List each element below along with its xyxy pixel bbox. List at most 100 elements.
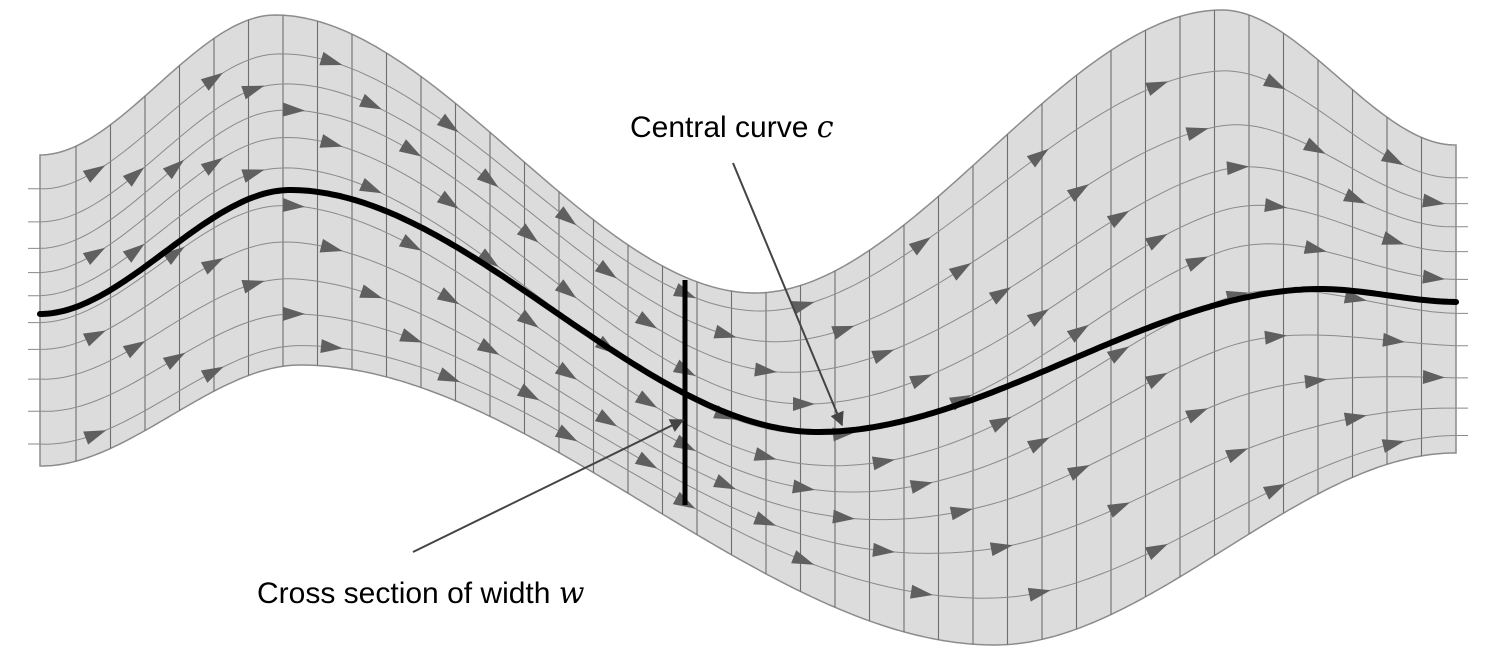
flow-arrow [358,93,382,110]
flow-line [28,241,1468,493]
flow-line [28,53,1468,312]
flow-arrow [359,284,383,299]
flow-arrow [122,167,145,187]
flow-arrow [162,352,186,370]
flow-arrow [871,349,895,364]
flow-arrow [282,102,305,117]
central-curve [37,187,1459,435]
flow-arrow [634,451,658,469]
flow-arrow [872,542,895,557]
flow-arrow [122,243,145,263]
flow-arrow [792,479,815,494]
flow-arrow [516,309,539,328]
flow-arrow [241,85,265,100]
flow-arrow [399,328,423,343]
flow-arrow [1185,256,1208,272]
flow-arrow [1026,308,1050,327]
flow-arrow [988,416,1012,433]
flow-arrow [791,301,815,315]
flow-arrow [1264,198,1287,212]
flow-arrow [1106,346,1130,364]
flow-arrow [282,306,305,321]
flow-arrow [871,456,895,471]
flow-arrow [989,542,1013,557]
flow-arrow [1027,587,1051,602]
flow-arrow [516,383,540,401]
flow-line [28,278,1468,521]
flow-arrow [398,234,422,251]
flow-arrow [1343,188,1366,204]
flow-arrow [437,367,461,383]
flow-arrow [1185,127,1209,141]
flow-arrow [200,72,223,91]
flow-line [28,83,1468,343]
flow-arrow [594,259,617,279]
flow-arrow [1380,148,1404,166]
flow-arrow [476,248,499,267]
flow-arrow [792,396,815,411]
flow-arrow [320,339,343,354]
flow-arrow [1026,148,1049,168]
flow-arrow [988,287,1012,305]
flow-arrow [359,177,382,194]
tube-band [39,9,1457,646]
flow-arrow [1106,210,1130,229]
flow-arrow [241,280,265,294]
flow-arrow [241,169,265,183]
flow-arrow [1185,408,1208,424]
flow-arrow [1144,233,1168,251]
flow-arrow [1264,330,1287,345]
flow-arrow [1066,465,1090,481]
flow-arrow [753,511,777,526]
flow-arrow [909,480,933,494]
flow-arrow [162,246,185,265]
flow-arrow [1066,184,1090,203]
flow-arrow [1382,332,1405,347]
flow-arrow [476,337,500,355]
flow-arrow [1304,374,1327,389]
flow-arrow [82,165,106,183]
annotations: Central curve c Cross section of width w [257,110,844,611]
central-curve-leader [732,162,844,427]
flow-arrow [1381,231,1405,245]
central-curve-group [37,187,1459,505]
flow-arrow [200,258,224,275]
flow-arrow [634,311,658,329]
flow-arrow [319,134,343,148]
flow-arrow [910,584,933,599]
cross-section-label-text: Cross section of width [257,577,559,610]
flow-arrow [1262,483,1286,500]
flow-arrow [754,362,777,377]
flow-arrow [1343,412,1367,427]
flow-arrow [1422,269,1445,284]
flow-arrow [554,361,578,380]
flow-arrow [949,506,973,521]
flow-arrow [791,550,815,565]
flow-arrow [200,157,224,176]
flow-arrow [1066,324,1090,343]
cross-section-label: Cross section of width w [257,576,585,611]
flow-arrow [1422,193,1445,208]
flow-arrow [319,51,343,66]
flow-arrow [948,262,972,281]
flow-arrow [1026,437,1050,454]
flow-arrow [436,113,459,133]
flow-arrow [713,474,736,490]
central-curve-label-text: Central curve [630,111,817,144]
central-curve-symbol: c [817,110,834,145]
flow-arrow [1144,544,1168,560]
flow-arrow [1144,372,1168,390]
flow-arrow [476,168,499,188]
tube-band-fill [39,9,1457,646]
flow-arrow [753,447,777,461]
flow-arrow [1303,240,1327,254]
flow-line [28,167,1468,436]
flow-arrow [82,247,106,266]
flow-arrow [634,390,658,408]
flow-arrow [436,190,459,209]
flow-arrow [82,330,106,347]
flow-arrow [908,237,931,256]
flow-arrow [594,409,618,427]
flow-arrow [1226,161,1249,176]
